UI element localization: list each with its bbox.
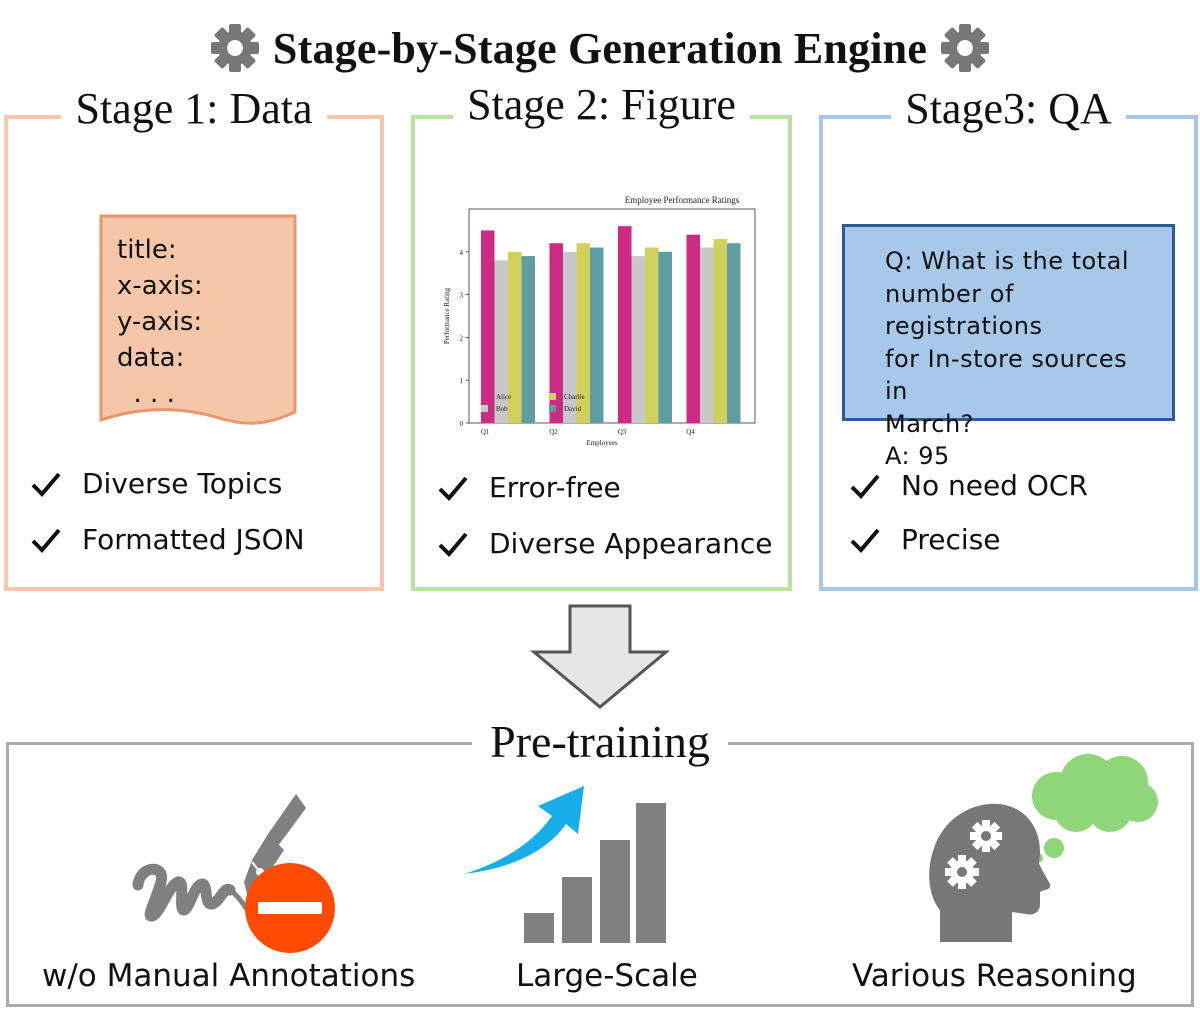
checkmark-icon [850, 528, 880, 553]
gear-icon [941, 24, 990, 72]
doc-line: . . . [117, 379, 175, 409]
checkmark-icon [438, 476, 468, 501]
bar [563, 251, 577, 423]
check-label: Precise [901, 523, 1001, 556]
bar [521, 256, 535, 423]
bar [590, 247, 604, 423]
y-tick-label: 4 [460, 249, 464, 257]
bar [618, 226, 632, 423]
x-tick-label: Q1 [481, 428, 490, 436]
pretraining-heading: Pre-training [472, 716, 728, 767]
check-label: Diverse Topics [82, 467, 283, 500]
checkmark-icon [438, 532, 468, 557]
doc-line: x-axis: [117, 271, 203, 301]
json-document: title: x-axis: y-axis: data: . . . [99, 214, 299, 429]
bar [549, 243, 563, 423]
check-label: Diverse Appearance [489, 527, 773, 560]
bar [713, 238, 727, 423]
page-title: Stage-by-Stage Generation Engine [272, 23, 928, 73]
doc-line: y-axis: [117, 307, 203, 337]
feature-label-reasoning: Various Reasoning [852, 958, 1137, 994]
bar [481, 230, 495, 423]
qa-line: March? [885, 409, 974, 438]
bar [576, 243, 590, 423]
feature-label-large-scale: Large-Scale [516, 958, 698, 994]
check-item: Diverse Appearance [437, 527, 773, 560]
stage-2-panel: Stage 2: Figure Employee Performance Rat… [411, 80, 792, 591]
title-row: Stage-by-Stage Generation Engine [0, 16, 1200, 80]
thought-cloud-icon [1032, 754, 1158, 862]
legend-swatch [549, 405, 556, 412]
legend-swatch [481, 405, 488, 412]
legend-label: Charlie [564, 393, 585, 401]
check-item: Diverse Topics [30, 467, 282, 500]
bar [700, 247, 714, 423]
no-entry-icon [245, 863, 335, 953]
x-tick-label: Q4 [686, 428, 695, 436]
doc-line: data: [117, 343, 185, 373]
y-tick-label: 2 [460, 334, 464, 342]
document-icon [99, 214, 297, 425]
stage-2-heading: Stage 2: Figure [453, 80, 750, 129]
x-tick-label: Q3 [618, 428, 627, 436]
y-axis-label: Performance Rating [443, 287, 451, 344]
stage-3-heading: Stage3: QA [891, 84, 1126, 133]
check-label: Error-free [489, 471, 621, 504]
checkmark-icon [31, 528, 61, 553]
growth-arrow-icon [464, 786, 584, 874]
plot-frame [468, 208, 756, 424]
gear-icon [210, 24, 259, 72]
checkmark-icon [31, 472, 61, 497]
checkmark-icon [850, 474, 880, 499]
check-label: Formatted JSON [82, 523, 305, 556]
qa-box: Q: What is the total number of registrat… [842, 224, 1175, 470]
legend-swatch [549, 393, 556, 400]
bar [686, 234, 700, 423]
legend-label: Bob [496, 405, 508, 413]
bar [727, 243, 741, 423]
x-axis-label: Employees [586, 439, 617, 447]
qa-line: Q: What is the total [885, 247, 1129, 275]
stage-1-heading: Stage 1: Data [61, 84, 327, 133]
bar [508, 251, 522, 423]
bar [631, 256, 645, 423]
stage-3-panel: Stage3: QA Q: What is the total number o… [819, 84, 1198, 591]
legend-label: David [564, 405, 582, 413]
check-item: Precise [849, 523, 1001, 556]
y-tick-label: 1 [460, 377, 464, 385]
check-label: No need OCR [901, 469, 1088, 502]
legend-label: Alice [496, 393, 511, 401]
bar-steps-icon [524, 803, 666, 943]
x-tick-label: Q2 [549, 428, 558, 436]
check-item: Formatted JSON [30, 523, 305, 556]
doc-line: title: [117, 235, 177, 265]
bar-chart: Employee Performance Ratings 0 1 2 3 4Perform… [443, 195, 756, 447]
chart-title: Employee Performance Ratings [625, 195, 740, 205]
bar [645, 247, 659, 423]
bar [494, 260, 508, 423]
qa-line: A: 95 [885, 442, 950, 470]
bar [658, 251, 672, 423]
down-arrow-icon [530, 604, 670, 709]
stage-1-panel: Stage 1: Data title: x-axis: y-axis: data: … [4, 84, 384, 591]
y-tick-label: 3 [460, 292, 464, 300]
qa-line: for In-store sources in [885, 344, 1128, 406]
check-item: No need OCR [849, 469, 1088, 502]
y-tick-label: 0 [460, 420, 464, 428]
head-gears-icon [929, 803, 1050, 942]
legend-swatch [481, 393, 488, 400]
feature-label-annotations: w/o Manual Annotations [42, 958, 416, 994]
check-item: Error-free [437, 471, 621, 504]
qa-line: number of registrations [885, 279, 1043, 341]
